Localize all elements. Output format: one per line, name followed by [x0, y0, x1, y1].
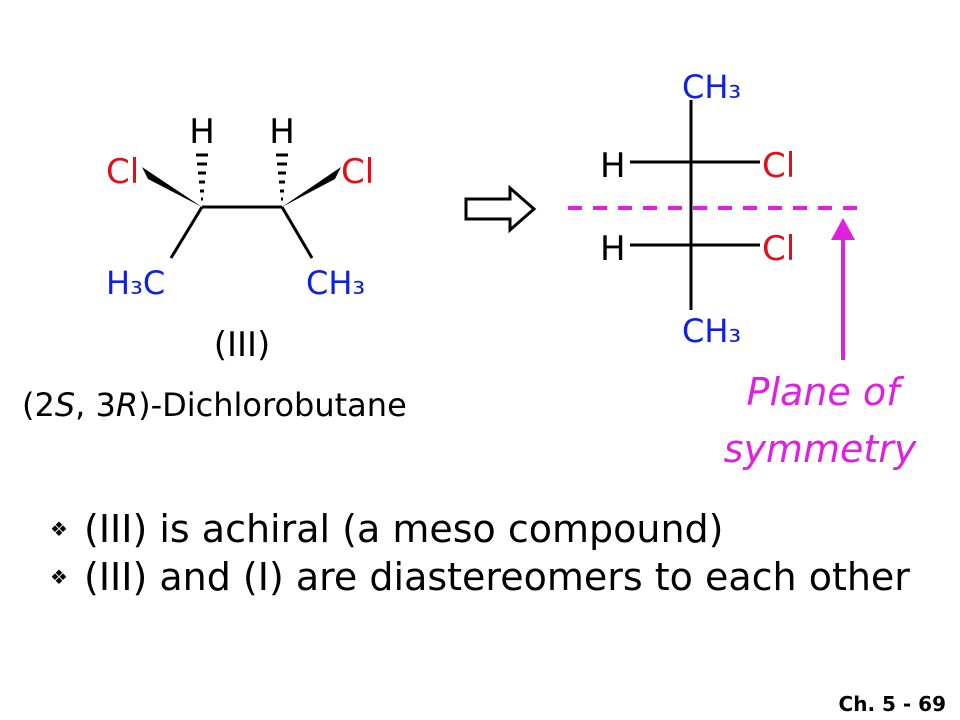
left-wedge-bond — [142, 167, 202, 207]
fischer-row2-hydrogen: H — [600, 229, 626, 269]
left-hash-bond — [196, 153, 208, 201]
fischer-bottom-methyl: CH₃ — [682, 312, 741, 350]
four-diamond-bullet-icon: ❖ — [50, 517, 68, 541]
left-methyl-bond — [169, 206, 204, 259]
symmetry-pointer-arrowhead — [831, 218, 855, 240]
fischer-projection: CH₃ H Cl H Cl CH₃ — [600, 68, 795, 350]
fischer-top-methyl: CH₃ — [682, 68, 741, 106]
right-methyl-group: CH₃ — [306, 264, 365, 302]
bullet-item-1: ❖ (III) is achiral (a meso compound) — [40, 505, 940, 553]
compound-name: (2S, 3R)-Dichlorobutane — [22, 386, 407, 424]
left-chlorine: Cl — [106, 152, 139, 192]
right-methyl-bond — [280, 206, 314, 259]
left-methyl-group: H₃C — [106, 264, 165, 302]
right-chlorine: Cl — [341, 152, 374, 192]
fischer-row1-chlorine: Cl — [762, 146, 795, 186]
name-prefix: (2 — [22, 386, 55, 424]
bullet-item-2: ❖ (III) and (I) are diastereomers to eac… — [40, 553, 940, 601]
right-hydrogen: H — [269, 112, 295, 152]
bullet-text-2: (III) and (I) are diastereomers to each … — [84, 555, 910, 599]
right-hash-bond — [276, 153, 288, 201]
fischer-row2-chlorine: Cl — [762, 229, 795, 269]
left-hydrogen: H — [189, 112, 215, 152]
hollow-right-arrow-icon — [464, 184, 537, 234]
symmetry-label-line2: symmetry — [724, 427, 917, 471]
fischer-row1-hydrogen: H — [600, 146, 626, 186]
name-suffix: )-Dichlorobutane — [138, 386, 407, 424]
name-r-descriptor: R — [116, 386, 138, 424]
symmetry-label-line1: Plane of — [747, 370, 906, 414]
name-mid: , 3 — [75, 386, 116, 424]
bullet-list: ❖ (III) is achiral (a meso compound) ❖ (… — [40, 505, 940, 601]
name-s-descriptor: S — [55, 386, 75, 424]
left-structure: H H Cl Cl H₃C CH₃ (III) (2S, 3R)-Dichlor… — [22, 112, 407, 424]
page-number: Ch. 5 - 69 — [838, 692, 946, 716]
compound-roman-label: (III) — [214, 325, 271, 365]
four-diamond-bullet-icon: ❖ — [50, 565, 68, 589]
right-wedge-bond — [282, 167, 341, 207]
bullet-text-1: (III) is achiral (a meso compound) — [84, 507, 724, 551]
